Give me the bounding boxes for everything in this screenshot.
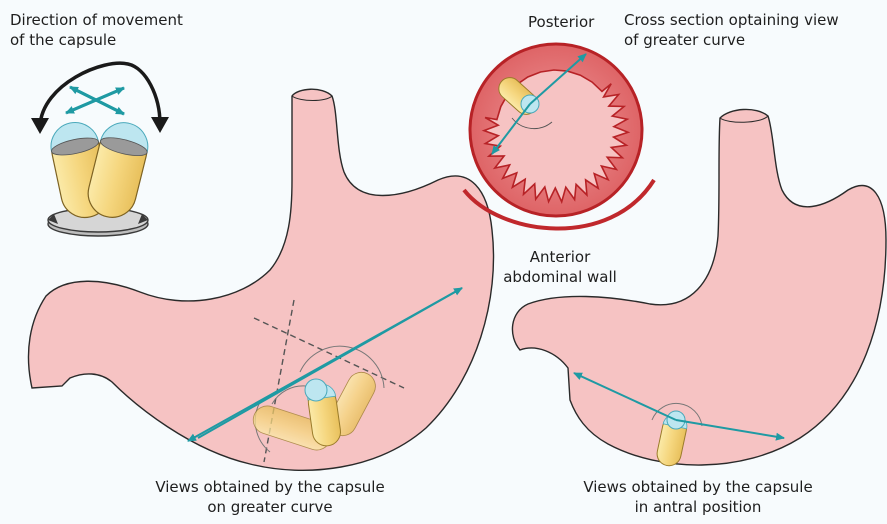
direction-label-line2: of the capsule	[10, 31, 116, 50]
cross-section-label-line1: Cross section optaining view	[624, 11, 839, 30]
anterior-label-line2: abdominal wall	[490, 268, 630, 287]
right-caption-line1: Views obtained by the capsule	[548, 478, 848, 497]
cross-section-label-line2: of greater curve	[624, 31, 745, 50]
left-caption-line1: Views obtained by the capsule	[120, 478, 420, 497]
posterior-label: Posterior	[528, 13, 594, 32]
capsule-movement-icon	[31, 63, 169, 236]
cross-section	[464, 44, 654, 229]
direction-label-line1: Direction of movement	[10, 11, 183, 30]
right-caption-line2: in antral position	[548, 498, 848, 517]
left-caption-line2: on greater curve	[120, 498, 420, 517]
anterior-label-line1: Anterior	[490, 248, 630, 267]
